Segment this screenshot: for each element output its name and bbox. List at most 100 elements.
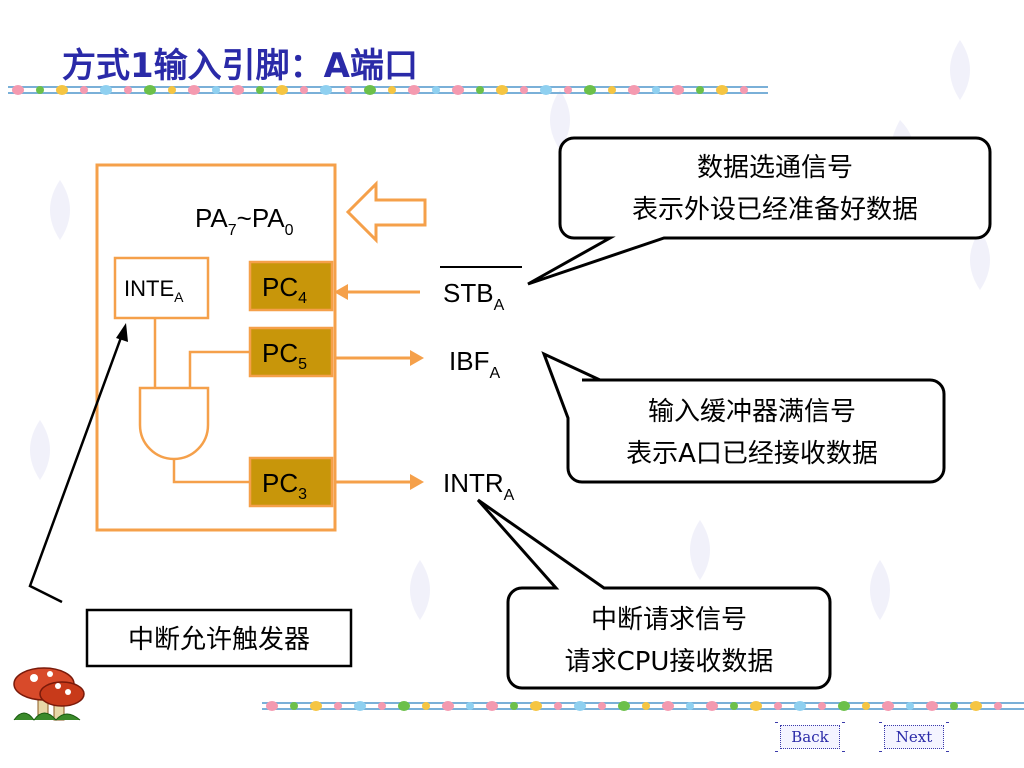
decorative-bead xyxy=(862,702,870,710)
stb-callout-line1: 数据选通信号 xyxy=(697,153,853,183)
intr-a-label: INTRA xyxy=(443,468,515,504)
decorative-bead xyxy=(530,701,542,711)
ibf-callout-line2: 表示A口已经接收数据 xyxy=(626,439,878,469)
decorative-bead xyxy=(168,86,176,94)
wire-gate-to-pc3 xyxy=(172,458,250,484)
ibf-callout-bubble xyxy=(541,351,946,484)
inte-a-label: INTEA xyxy=(124,276,184,305)
decorative-bead xyxy=(36,86,44,94)
decorative-bead xyxy=(310,701,322,711)
decorative-bead xyxy=(12,85,24,95)
decorative-bead xyxy=(564,86,572,94)
decorative-bead xyxy=(398,701,410,711)
decorative-bead xyxy=(80,86,88,94)
intr-callout-line1: 中断请求信号 xyxy=(591,605,747,635)
ibf-callout-line1: 输入缓冲器满信号 xyxy=(648,397,856,427)
next-button[interactable]: Next xyxy=(879,722,949,752)
slide-title: 方式1输入引脚：A端口 xyxy=(62,46,418,86)
pc3-label: PC3 xyxy=(262,468,307,503)
pc4-pin xyxy=(248,260,334,312)
pa-label: PA7~PA0 xyxy=(195,203,294,239)
decorative-bead xyxy=(906,702,914,710)
ibf-a-label: IBFA xyxy=(449,346,500,382)
decorative-bead xyxy=(56,85,68,95)
decorative-bead xyxy=(486,701,498,711)
decorative-bead xyxy=(584,85,596,95)
decorative-bead xyxy=(432,86,440,94)
stb-a-label: STBA xyxy=(443,278,505,314)
decorative-bead xyxy=(100,85,112,95)
data-input-arrow xyxy=(345,180,427,244)
intr-callout-bubble xyxy=(476,498,832,690)
decorative-bead xyxy=(628,85,640,95)
decorative-bead xyxy=(232,85,244,95)
decorative-bead xyxy=(520,86,528,94)
decorative-bead xyxy=(188,85,200,95)
ibf-arrowhead xyxy=(410,350,424,366)
decorative-bead xyxy=(554,702,562,710)
pc3-pin xyxy=(248,456,334,508)
stb-arrowhead xyxy=(334,284,348,300)
decorative-bead xyxy=(388,86,396,94)
decorative-bead xyxy=(696,86,704,94)
decorative-bead xyxy=(276,85,288,95)
decorative-bead xyxy=(662,701,674,711)
decorative-bead xyxy=(794,701,806,711)
stb-callout-bubble xyxy=(527,136,992,286)
decorative-bead xyxy=(354,701,366,711)
decorative-bead xyxy=(686,702,694,710)
wire-pc5-to-gate xyxy=(188,350,250,388)
intr-arrowhead xyxy=(410,474,424,490)
decorative-bead-bar-top xyxy=(8,85,768,95)
decorative-bead xyxy=(466,702,474,710)
back-button[interactable]: Back xyxy=(775,722,845,752)
decorative-bead xyxy=(926,701,938,711)
pc5-label: PC5 xyxy=(262,338,307,373)
decorative-bead xyxy=(838,701,850,711)
decorative-bead xyxy=(496,85,508,95)
decorative-bead xyxy=(818,702,826,710)
decorative-bead xyxy=(422,702,430,710)
decorative-bead xyxy=(124,86,132,94)
decorative-bead xyxy=(598,702,606,710)
intr-callout-line2: 请求CPU接收数据 xyxy=(565,647,774,677)
decorative-bead xyxy=(730,702,738,710)
decorative-bead xyxy=(672,85,684,95)
mushroom-icon xyxy=(13,667,85,721)
stb-callout-line2: 表示外设已经准备好数据 xyxy=(632,195,918,225)
decorative-bead xyxy=(970,701,982,711)
decorative-bead xyxy=(882,701,894,711)
decorative-bead xyxy=(750,701,762,711)
decorative-bead xyxy=(540,85,552,95)
flipflop-pointer-line xyxy=(28,331,125,604)
decorative-bead xyxy=(476,86,484,94)
decorative-bead xyxy=(740,86,748,94)
decorative-bead xyxy=(408,85,420,95)
decorative-bead xyxy=(300,86,308,94)
pc5-pin xyxy=(248,326,334,378)
decorative-bead xyxy=(364,85,376,95)
decorative-bead xyxy=(290,702,298,710)
decorative-bead xyxy=(618,701,630,711)
decorative-bead xyxy=(212,86,220,94)
decorative-bead xyxy=(452,85,464,95)
decorative-bead xyxy=(652,86,660,94)
decorative-bead xyxy=(510,702,518,710)
pc4-label: PC4 xyxy=(262,272,307,307)
chip-outline xyxy=(95,163,337,532)
decorative-bead xyxy=(574,701,586,711)
decorative-bead xyxy=(716,85,728,95)
decorative-bead xyxy=(256,86,264,94)
decorative-bead xyxy=(344,86,352,94)
decorative-bead xyxy=(378,702,386,710)
and-gate xyxy=(138,386,210,461)
inte-a-box xyxy=(113,256,210,320)
decorative-bead xyxy=(706,701,718,711)
flipflop-label: 中断允许触发器 xyxy=(128,625,310,655)
decorative-bead-bar-bottom xyxy=(262,701,1024,711)
decorative-bead xyxy=(334,702,342,710)
decorative-bead xyxy=(774,702,782,710)
decorative-bead xyxy=(950,702,958,710)
decorative-bead xyxy=(442,701,454,711)
